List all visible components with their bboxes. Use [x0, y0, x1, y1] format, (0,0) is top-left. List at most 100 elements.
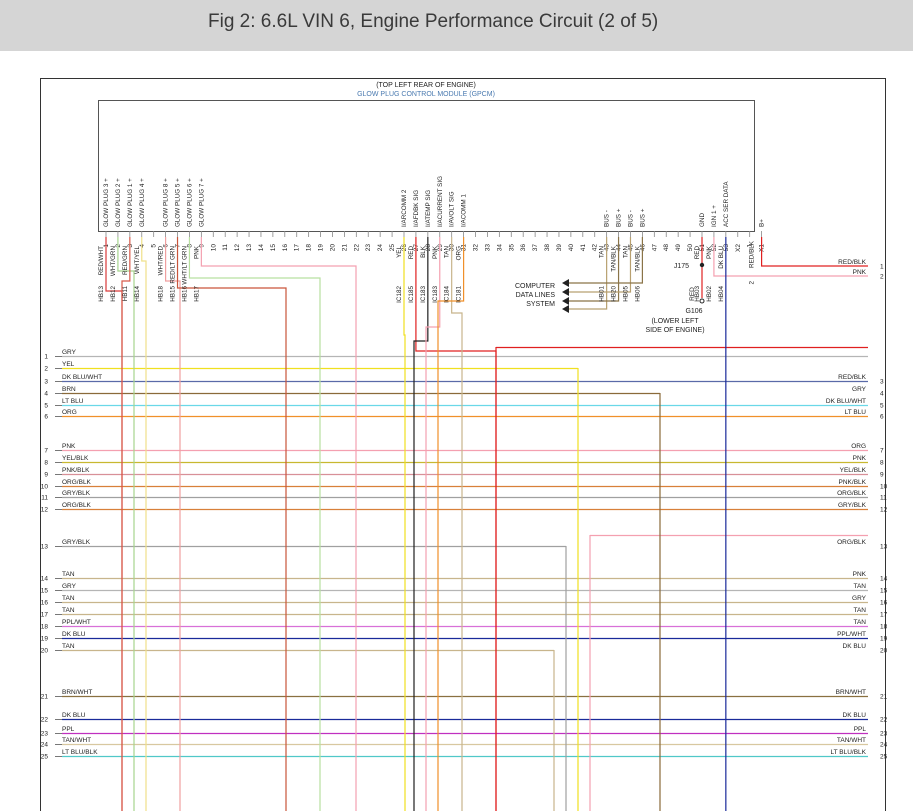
pin-label: GLOW PLUG 2 + [115, 178, 122, 227]
right-wire-color-label: PNK [853, 455, 867, 462]
left-wire-number: 19 [41, 636, 49, 643]
pin-number: 33 [484, 244, 491, 252]
left-wire-color-label: TAN [62, 595, 75, 602]
computer-data-lines-label-1: COMPUTER [515, 283, 555, 290]
left-wire-number: 13 [41, 544, 49, 551]
module-wire-color-label: RED/BLK [749, 240, 756, 268]
right-wire-color-label: DK BLU [843, 643, 867, 650]
left-wire-color-label: PPL/WHT [62, 619, 91, 626]
module-wire-circuit-label: IC183 [420, 286, 427, 303]
pin-number: 38 [544, 244, 551, 252]
diagram-border [40, 78, 886, 811]
pin-number: 37 [532, 244, 539, 252]
module-wire [141, 237, 147, 811]
module-wire-circuit-label: HB02 [706, 286, 713, 302]
left-wire-number: 22 [41, 717, 49, 724]
left-wire-number: 21 [41, 694, 49, 701]
module-wire-color-label: RED/GRN [122, 246, 129, 275]
pin-number: 20 [329, 244, 336, 252]
module-name: GLOW PLUG CONTROL MODULE (GPCM) [357, 91, 495, 98]
right-wire-number: 23 [880, 731, 888, 738]
module-wire-color-label: PNK [432, 245, 439, 259]
pin-label: GLOW PLUG 4 + [139, 178, 146, 227]
module-wire-circuit-label: IC183 [432, 286, 439, 303]
page-title: Fig 2: 6.6L VIN 6, Engine Performance Ci… [208, 11, 659, 32]
arrow-head [562, 279, 569, 287]
pin-number: 22 [353, 244, 360, 252]
right-wire-number: 7 [880, 448, 884, 455]
annotations: COMPUTER DATA LINES SYSTEM J175 G106 (LO… [515, 262, 705, 334]
right-wire-color-label: TAN/WHT [837, 737, 866, 744]
pin-number: 24 [377, 244, 384, 252]
module-wire-color-label: RED [694, 246, 701, 260]
right-wire-color-label: DK BLU [843, 712, 867, 719]
gpcm-module-box [98, 100, 755, 232]
right-wire-number: 20 [880, 648, 888, 655]
pin-number: 10 [210, 244, 217, 252]
pin-label: BUS - [604, 210, 611, 227]
module-wire-color-label: TAN/BLK [611, 245, 618, 272]
pin-label: BUS + [639, 208, 646, 227]
left-wire-color-label: DK BLU/WHT [62, 374, 102, 381]
right-wire-color-label: GRY [852, 386, 867, 393]
left-wire-color-label: DK BLU [62, 712, 86, 719]
module-wire-circuit-label: HB14 [134, 286, 141, 302]
right-wire-color-label: DK BLU/WHT [826, 398, 866, 405]
left-wire-color-label: ORG/BLK [62, 502, 92, 509]
module-wire-circuit-label: HB20 [611, 286, 618, 302]
ground-symbol [699, 298, 705, 304]
module-wire-color-label: TAN [622, 246, 629, 259]
pin-label: GLOW PLUG 7 + [198, 178, 205, 227]
right-wire-color-label: PPL [854, 726, 867, 733]
right-wire-color-label: LT BLU/BLK [830, 749, 866, 756]
pin-number: 21 [341, 244, 348, 252]
module-wire [403, 237, 406, 811]
module-wire [413, 237, 429, 811]
right-wire-number: 9 [880, 472, 884, 479]
left-wire-color-label: ORG [62, 409, 77, 416]
right-wire-number: 13 [880, 544, 888, 551]
splice-dot [699, 262, 705, 268]
header-bar: Fig 2: 6.6L VIN 6, Engine Performance Ci… [0, 0, 913, 51]
pin-number: 36 [520, 244, 527, 252]
module-wire-color-label: PNK [706, 245, 713, 259]
right-wire-number: 22 [880, 717, 888, 724]
module-wire [121, 237, 131, 811]
module-wire-circuit-label: HB17 [193, 286, 200, 302]
left-wire-color-label: GRY/BLK [62, 539, 91, 546]
module-wire-circuit-label: HB12 [110, 286, 117, 302]
pin-label: GLOW PLUG 8 + [163, 178, 170, 227]
right-wire-number: 15 [880, 588, 888, 595]
left-wire-number: 1 [44, 354, 48, 361]
left-wire-number: 9 [44, 472, 48, 479]
pin-number: 11 [222, 244, 229, 251]
left-wire-color-label: PNK [62, 443, 76, 450]
bus-wire [567, 237, 608, 310]
right-wire-color-label: LT BLU [845, 409, 867, 416]
left-wire-number: 5 [44, 403, 48, 410]
module-wire [188, 237, 321, 811]
left-wire-number: 8 [44, 460, 48, 467]
left-wire-color-label: PNK/BLK [62, 467, 90, 474]
wiring-diagram: (TOP LEFT REAR OF ENGINE) GLOW PLUG CONT… [40, 78, 888, 811]
left-wire-color-label: TAN [62, 643, 75, 650]
pin-number: 14 [258, 244, 265, 252]
pin-number: 1 [747, 244, 754, 248]
pin-number: 25 [389, 244, 396, 252]
module-wire-circuit-label: IC185 [408, 286, 415, 303]
module-wire-circuit-label: HB04 [718, 286, 725, 302]
ground-location-2: SIDE OF ENGINE) [645, 327, 704, 334]
module-wire-circuit-label: 2 [749, 281, 756, 285]
left-wire-number: 14 [41, 576, 49, 583]
bus-wire [567, 237, 632, 293]
left-wire-number: 18 [41, 624, 49, 631]
right-wire-number: 14 [880, 576, 888, 583]
right-wire-color-label: GRY/BLK [838, 502, 867, 509]
left-wire-number: 3 [44, 379, 48, 386]
right-wire-number: 11 [880, 495, 887, 502]
left-wire-color-label: LT BLU [62, 398, 84, 405]
right-wire-number: 21 [880, 694, 888, 701]
pin-number: 16 [282, 244, 289, 252]
module-wire-circuit-label: HB18 [158, 286, 165, 302]
module-wire-circuit-label: IC181 [456, 286, 463, 303]
